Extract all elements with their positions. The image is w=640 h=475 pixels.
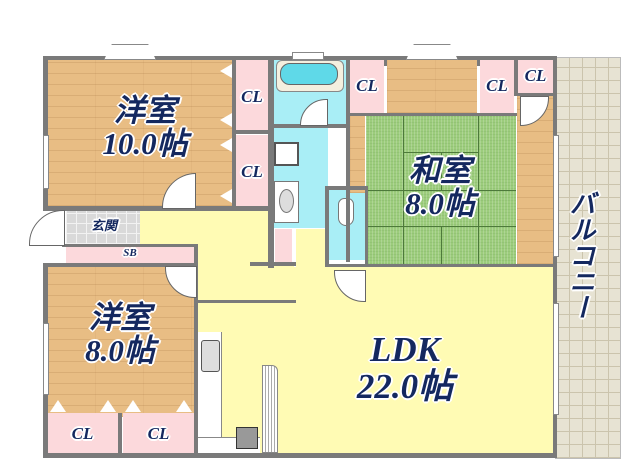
room-size: 10.0帖 (102, 125, 188, 161)
ldk (198, 267, 553, 453)
closet-1-label: CL (241, 87, 263, 106)
wall (236, 130, 268, 134)
ldk-corridor (296, 229, 326, 269)
closet-4 (480, 60, 514, 113)
wall (518, 93, 553, 96)
wall (43, 263, 198, 267)
window (43, 323, 49, 395)
engawa-left (350, 116, 365, 193)
room-size: 8.0帖 (405, 185, 475, 221)
wall (553, 56, 557, 458)
counter-bar (262, 365, 278, 453)
western-room-1 (47, 60, 232, 206)
wall (268, 56, 274, 268)
closet-door-icon (220, 113, 232, 127)
ldk-label: LDK 22.0帖 (330, 330, 480, 406)
window (104, 44, 156, 60)
wall (62, 244, 198, 247)
closet-3 (350, 60, 384, 113)
room-name: LDK (370, 330, 440, 369)
window (406, 44, 458, 60)
wall (43, 206, 272, 211)
wall (346, 56, 350, 262)
wall (250, 262, 296, 266)
closet-door-icon (220, 138, 232, 152)
tatami-line (403, 152, 478, 153)
closet-door-icon (220, 64, 232, 78)
wall (274, 124, 346, 128)
closet-6-label: CL (71, 424, 94, 443)
closet-5-label: CL (524, 66, 547, 85)
sink (201, 340, 220, 372)
wall (43, 453, 557, 458)
closet-1 (236, 60, 268, 130)
washing-machine (274, 142, 299, 166)
room-size: 22.0帖 (356, 366, 454, 406)
tatami-line (366, 190, 516, 191)
window (43, 135, 49, 189)
western-room-2 (47, 267, 194, 417)
wall (325, 186, 329, 266)
room-size: 8.0帖 (85, 332, 155, 368)
tatami-line (441, 226, 442, 264)
closet-2 (236, 135, 268, 206)
closet-5 (518, 60, 553, 93)
room-name: 洋室 (114, 93, 176, 128)
engawa-right (517, 96, 553, 264)
balcony-label: バルコニー (566, 190, 595, 320)
wall (194, 244, 198, 458)
wall (325, 264, 553, 267)
closet-7-label: CL (147, 424, 170, 443)
closet-4-label: CL (486, 76, 508, 95)
closet-6 (47, 413, 118, 453)
bathtub-water (280, 63, 338, 85)
room-name: 和室 (409, 153, 471, 188)
closet-door-icon (50, 400, 66, 412)
western-room-1-label: 洋室 10.0帖 (70, 93, 220, 161)
balcony-lower (555, 57, 621, 459)
tatami-line (441, 152, 442, 190)
wall (198, 300, 296, 303)
entrance (66, 211, 140, 244)
wall (350, 113, 517, 116)
tokonoma (387, 60, 477, 113)
closet-small (275, 229, 292, 262)
stove (236, 427, 258, 449)
western-room-2-label: 洋室 8.0帖 (55, 300, 185, 368)
closet-door-icon (176, 400, 192, 412)
entrance-label: 玄関 (90, 218, 117, 233)
wall (325, 186, 365, 190)
room-name: 洋室 (89, 300, 151, 335)
closet-door-icon (125, 400, 141, 412)
closet-door-icon (220, 189, 232, 203)
shoebox-label: SB (123, 247, 137, 259)
basin-bowl (279, 189, 294, 213)
closet-3-label: CL (356, 76, 378, 95)
wall (232, 56, 236, 208)
closet-7 (123, 413, 194, 453)
wall (514, 56, 518, 96)
wall (365, 186, 368, 266)
closet-door-icon (100, 400, 116, 412)
wall (118, 413, 122, 455)
window (292, 52, 324, 60)
closet-2-label: CL (241, 162, 263, 181)
window (553, 135, 559, 257)
tatami-line (366, 226, 516, 227)
shoe-box (66, 247, 194, 263)
wall (43, 56, 48, 208)
entrance-door[interactable] (29, 210, 65, 246)
japanese-room-label: 和室 8.0帖 (385, 153, 495, 221)
window (553, 303, 559, 415)
door[interactable] (334, 270, 366, 302)
